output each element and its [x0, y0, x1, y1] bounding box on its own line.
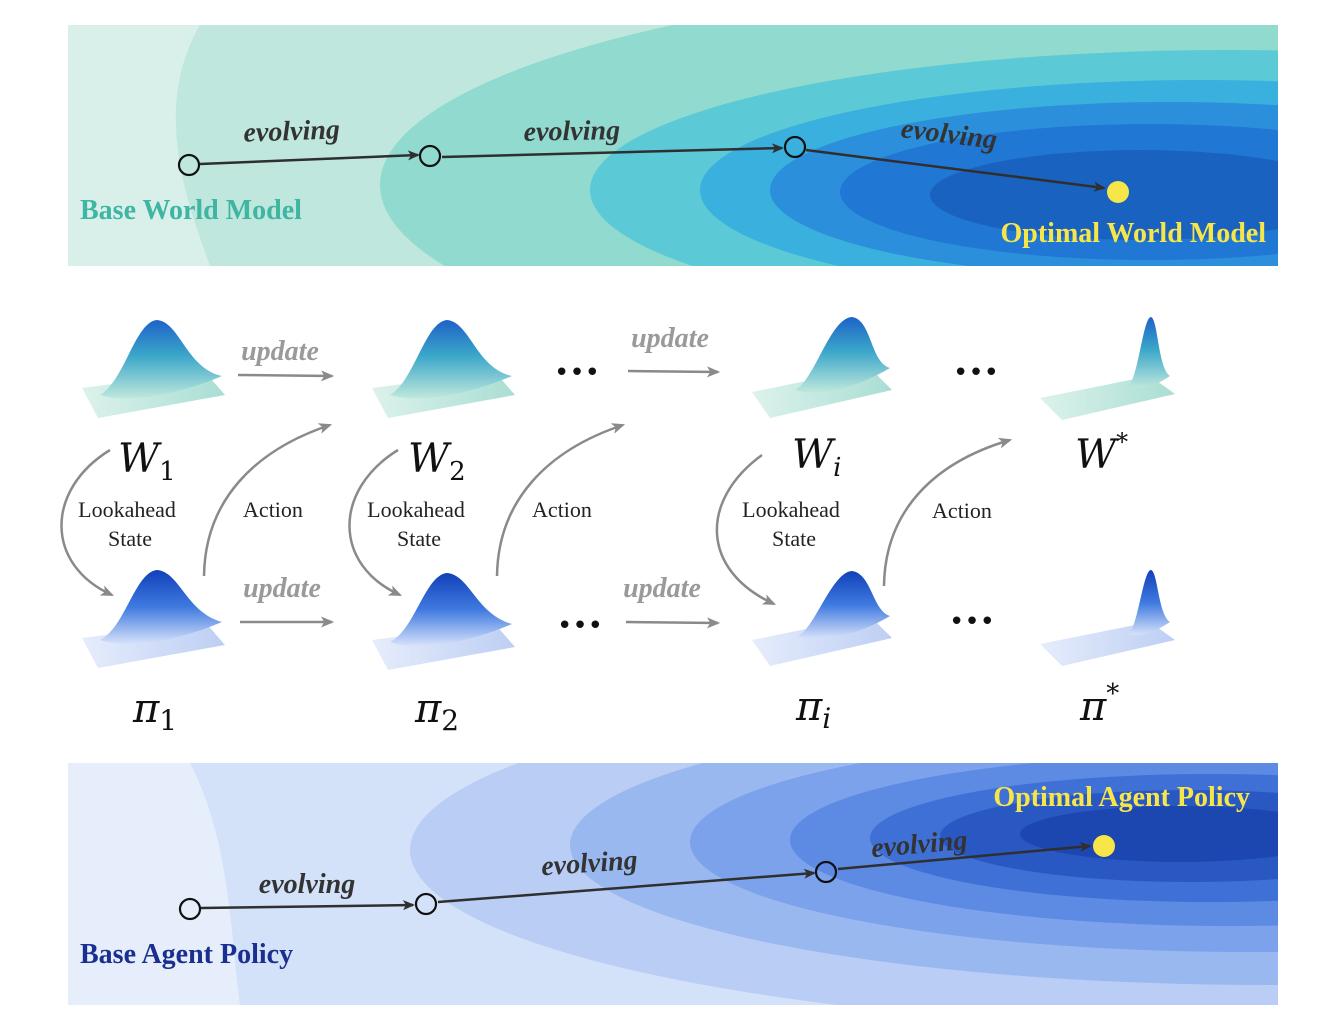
policy-node-2 [414, 892, 438, 916]
world-evolve-label-2: evolving [523, 115, 620, 148]
policy-evolve-arrow-3 [837, 841, 1092, 871]
update-arrow-policy-2 [625, 617, 721, 629]
policy-node-3 [814, 860, 838, 884]
world-evolve-arrow-3 [805, 148, 1106, 192]
svg-text:Lookahead: Lookahead [742, 497, 840, 522]
svg-text:State: State [108, 526, 152, 551]
world-model-symbol-2: W2 [408, 436, 466, 487]
world-dist-1 [82, 320, 225, 418]
policy-dist-2 [372, 573, 515, 670]
action-arrow-2 [495, 423, 626, 577]
policy-evolve-arrow-1 [200, 900, 415, 911]
lookahead-arrow-2 [348, 448, 403, 597]
svg-text:Lookahead: Lookahead [367, 497, 465, 522]
action-arrow-1 [202, 423, 333, 577]
world-contour-7 [930, 150, 1278, 240]
lookahead-label-2: Lookahead State [367, 497, 465, 551]
update-arrow-world-2 [627, 366, 721, 378]
action-label-2: Action [532, 497, 592, 522]
base-world-model-label: Base World Model [80, 195, 302, 226]
world-dist-optimal [1040, 317, 1175, 420]
svg-text:State: State [397, 526, 441, 551]
world-node-optimal [1107, 181, 1129, 203]
update-label-world-1: update [241, 336, 319, 367]
policy-evolve-label-2: evolving [540, 845, 638, 883]
world-node-base [177, 153, 201, 177]
policy-dist-i [752, 571, 892, 666]
ellipsis-policy-2: ••• [949, 607, 995, 637]
policy-evolve-arrow-2 [437, 868, 816, 904]
world-node-3 [783, 135, 807, 159]
action-label-i: Action [932, 498, 992, 523]
policy-symbol-i: πi [795, 684, 831, 735]
world-dist-i [752, 317, 892, 418]
lookahead-arrow-i [715, 453, 776, 606]
base-agent-policy-label: Base Agent Policy [80, 939, 293, 970]
policy-dist-optimal [1040, 570, 1175, 666]
lookahead-label-1: Lookahead State [78, 497, 176, 551]
action-arrow-i [882, 437, 1013, 587]
world-dist-2 [372, 320, 515, 418]
world-evolve-label-1: evolving [243, 114, 340, 148]
ellipsis-world-2: ••• [953, 358, 999, 388]
agent-policy-panel: evolving evolving evolving Base Agent Po… [68, 763, 1278, 1005]
svg-text:State: State [772, 526, 816, 551]
ellipsis-world-1: ••• [554, 358, 600, 388]
lookahead-label-i: Lookahead State [742, 497, 840, 551]
update-label-policy-1: update [243, 573, 321, 604]
policy-contour-8 [1020, 806, 1278, 862]
world-evolve-arrow-2 [441, 143, 784, 159]
policy-node-optimal [1093, 835, 1115, 857]
policy-evolve-label-1: evolving [259, 869, 355, 900]
world-model-symbol-i: Wi [792, 432, 841, 483]
policy-node-base [178, 897, 202, 921]
update-label-policy-2: update [623, 573, 701, 604]
optimal-world-model-label: Optimal World Model [1001, 218, 1267, 249]
lookahead-arrow-1 [60, 448, 115, 597]
action-label-1: Action [243, 497, 303, 522]
optimal-agent-policy-label: Optimal Agent Policy [993, 782, 1250, 813]
policy-symbol-optimal: π* [1079, 679, 1119, 730]
policy-symbol-1: π1 [132, 686, 177, 737]
world-model-panel: evolving evolving evolving Base World Mo… [68, 25, 1278, 266]
policy-symbol-2: π2 [414, 686, 459, 737]
policy-dist-1 [82, 570, 225, 668]
world-model-symbol-optimal: W* [1075, 428, 1128, 478]
middle-section: update update update update ••• ••• ••• … [60, 317, 1175, 737]
update-arrow-world-1 [237, 370, 335, 382]
ellipsis-policy-1: ••• [557, 611, 603, 641]
svg-text:Lookahead: Lookahead [78, 497, 176, 522]
world-node-2 [418, 144, 442, 168]
world-evolve-arrow-1 [199, 150, 420, 166]
update-label-world-2: update [631, 323, 709, 354]
world-model-symbol-1: W1 [118, 436, 176, 487]
